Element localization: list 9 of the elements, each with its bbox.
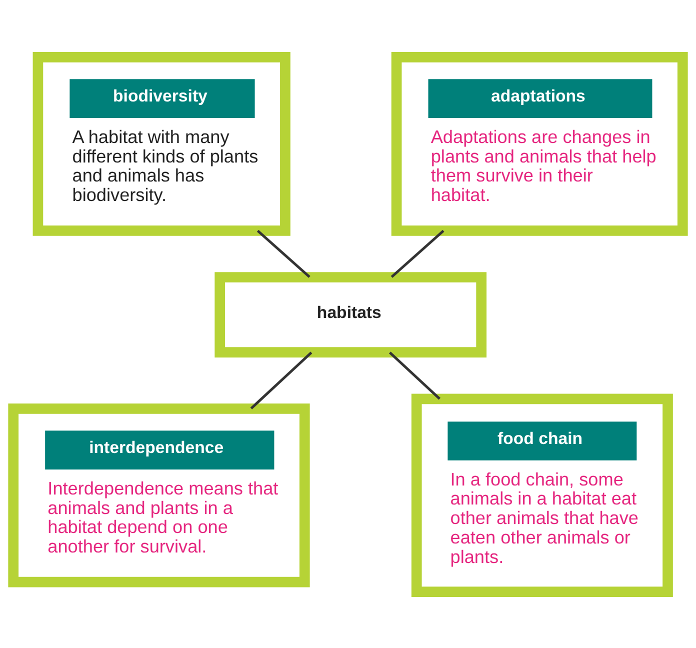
node-box: interdependence Interdependence means that animals and plants in a habitat depend on one another for survival. <box>8 402 310 587</box>
node-box: biodiversity A habitat with many different kinds of plants and animals has biodiversity. <box>32 52 290 236</box>
node-box: food chain In a food chain, some animals in a habitat eat other animals that have eaten other animals or plants. <box>411 393 673 596</box>
connector <box>256 229 310 278</box>
node-box: adaptations Adaptations are changes in plants and animals that help them survive in their habitat. <box>391 52 688 236</box>
connector <box>390 229 444 278</box>
connector <box>250 351 312 409</box>
node-box: habitats <box>214 272 487 358</box>
connector <box>388 351 441 400</box>
